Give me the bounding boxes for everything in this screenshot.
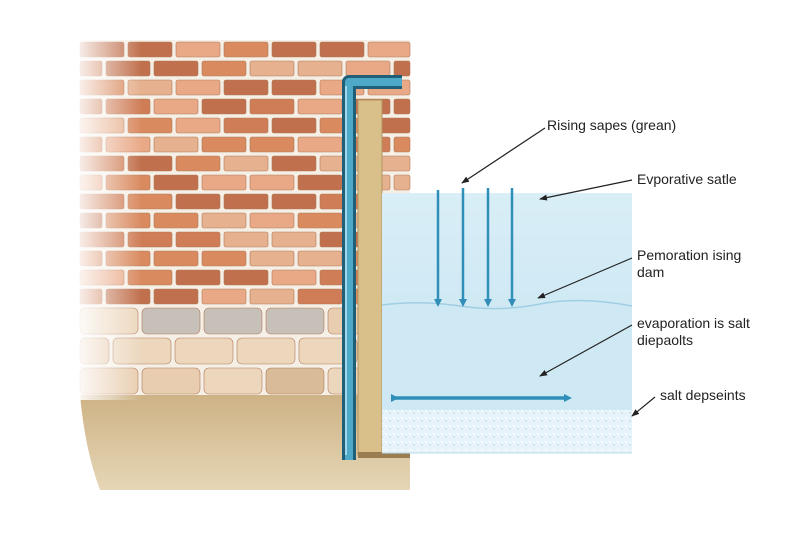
brick	[271, 193, 317, 210]
brick	[223, 155, 269, 172]
leader-salt	[631, 396, 656, 417]
brick	[271, 41, 317, 58]
label-rising: Rising sapes (grean)	[547, 117, 677, 133]
leader-pemoration	[537, 257, 633, 299]
brick	[223, 193, 269, 210]
brick	[271, 269, 317, 286]
floor-edge	[358, 452, 410, 458]
brick	[223, 41, 269, 58]
brick	[223, 79, 269, 96]
brick	[201, 212, 247, 229]
brick	[297, 98, 343, 115]
brick	[393, 60, 411, 77]
stone-block	[203, 307, 263, 335]
brick	[393, 174, 411, 191]
brick	[249, 60, 295, 77]
water-zone	[381, 193, 633, 454]
brick	[249, 250, 295, 267]
stone-block	[265, 367, 325, 395]
brick	[201, 174, 247, 191]
brick	[393, 136, 411, 153]
brick	[271, 79, 317, 96]
label-evaporation-line1: evaporation is salt	[637, 315, 750, 331]
stone-block	[236, 337, 296, 365]
brick	[223, 117, 269, 134]
brick	[297, 136, 343, 153]
drain-pipe	[342, 75, 402, 460]
brick	[271, 231, 317, 248]
label-pemoration-line1: Pemoration ising	[637, 247, 742, 263]
wall-fade	[70, 40, 190, 400]
brick	[201, 60, 247, 77]
leader-evaporation	[539, 324, 633, 377]
brick	[297, 174, 343, 191]
stone-block	[265, 307, 325, 335]
brick	[201, 288, 247, 305]
brick	[297, 60, 343, 77]
brick	[249, 98, 295, 115]
brick	[297, 288, 343, 305]
brick	[297, 250, 343, 267]
callout-leaders	[461, 127, 656, 417]
leader-rising	[461, 127, 546, 184]
label-salt: salt depseints	[660, 387, 746, 403]
leader-evaporative	[539, 179, 633, 201]
brick	[249, 288, 295, 305]
brick	[319, 41, 365, 58]
soil-footing	[80, 395, 410, 490]
brick	[271, 155, 317, 172]
brick	[393, 98, 411, 115]
brick	[249, 212, 295, 229]
stone-block	[203, 367, 263, 395]
brick	[201, 250, 247, 267]
label-evaporation-line2: diepaolts	[637, 332, 694, 348]
brick	[201, 136, 247, 153]
brick	[249, 174, 295, 191]
brick	[223, 231, 269, 248]
brick	[223, 269, 269, 286]
label-evaporative: Evporative satle	[637, 171, 737, 187]
brick	[345, 60, 391, 77]
brick	[297, 212, 343, 229]
label-pemoration-line2: dam	[637, 264, 665, 280]
brick	[271, 117, 317, 134]
brick	[367, 41, 411, 58]
rising-damp-arrows	[391, 188, 572, 402]
brick	[249, 136, 295, 153]
brick	[201, 98, 247, 115]
plaster-layer	[357, 99, 383, 456]
